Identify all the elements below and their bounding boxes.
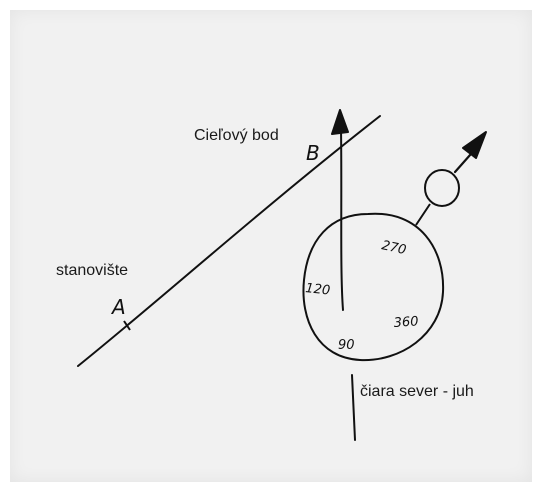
station-tick <box>123 320 131 331</box>
paper-background <box>10 10 532 482</box>
compass-ring <box>424 169 460 207</box>
compass-mark-120: 120 <box>305 281 331 299</box>
point-a-letter: A <box>110 295 126 319</box>
target-point-label: Cieľový bod <box>194 127 279 144</box>
direction-arrowhead <box>462 131 487 159</box>
north-arrowhead <box>331 109 349 135</box>
north-south-line-lower <box>351 374 356 441</box>
compass-stem <box>415 203 431 226</box>
sight-line <box>77 115 381 367</box>
station-label: stanovište <box>56 262 129 279</box>
point-b-letter: B <box>306 141 320 165</box>
compass-mark-90: 90 <box>338 338 355 353</box>
compass-mark-270: 270 <box>380 238 407 258</box>
north-south-label: čiara sever - juh <box>360 383 474 400</box>
north-south-line <box>340 127 344 311</box>
compass-mark-360: 360 <box>393 314 419 331</box>
compass-circle <box>302 212 445 362</box>
